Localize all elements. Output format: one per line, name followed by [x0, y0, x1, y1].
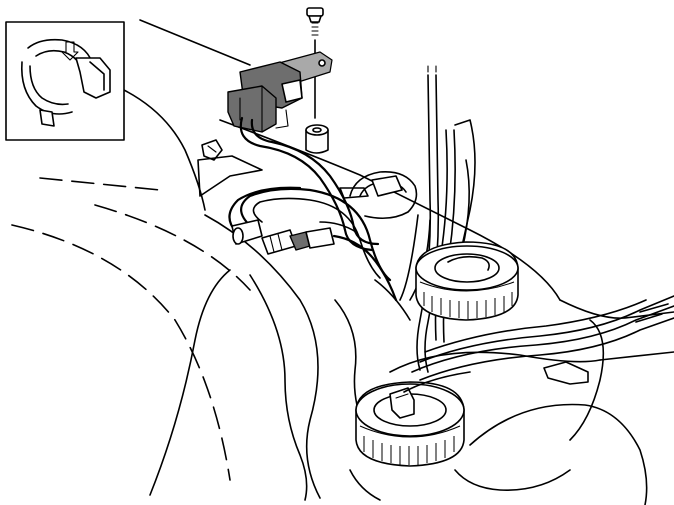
tank-edge-dashed-upper	[39, 177, 161, 191]
clamp-band-lower	[20, 61, 73, 115]
clip-detail	[207, 145, 217, 153]
middle-ring-ribs	[419, 281, 515, 319]
return-line-ends	[635, 303, 669, 323]
connector-ridge	[239, 85, 263, 133]
harness-wire-a	[239, 116, 374, 252]
hose-bend-line	[319, 221, 357, 233]
clamp-tab	[75, 57, 111, 99]
middle-ring-cap	[447, 255, 490, 271]
tank-top-ridge	[219, 119, 561, 301]
clip-mount-plate	[197, 155, 263, 197]
front-sender-connector	[389, 387, 415, 419]
tank-edge-dashed-lower	[11, 224, 231, 481]
fuel-line-6	[461, 159, 470, 251]
tank-recess-bottom	[454, 469, 571, 491]
tank-right-contour	[569, 319, 605, 441]
bolt-washer	[308, 15, 322, 23]
push-arrow-icon	[61, 41, 79, 61]
hose-upper-outer	[240, 187, 392, 282]
tank-edge-dashed-left	[94, 204, 251, 291]
rear-sender-unit	[339, 170, 418, 220]
tank-inner-contour-c	[149, 269, 231, 496]
sleeve-body	[305, 129, 329, 154]
tank-recess-right	[469, 403, 648, 505]
clamp-lug	[39, 109, 55, 127]
front-sender-hose	[403, 371, 471, 393]
tank-top-contour	[119, 87, 206, 211]
crossover-hoses	[228, 186, 398, 302]
sleeve-bore	[312, 127, 322, 133]
module-latch	[281, 79, 303, 103]
fuel-line-8	[399, 214, 419, 301]
hose-fitting-d	[305, 227, 335, 249]
bolt-head	[306, 7, 324, 17]
tank-bottom-curve	[349, 469, 381, 501]
tank-right-lower-edge	[599, 351, 674, 361]
hose-lower-outer	[228, 186, 302, 234]
inset-detail	[5, 21, 125, 141]
bracket-hole	[318, 59, 326, 67]
module-lead	[275, 109, 289, 129]
connector-detail	[395, 393, 409, 399]
harness-wire-b	[250, 118, 380, 246]
fuel-line-bundle	[399, 65, 476, 373]
spacer-sleeve	[305, 124, 329, 154]
line-clip	[543, 361, 589, 385]
fuel-line-5	[454, 119, 476, 256]
middle-ring-top	[415, 245, 519, 291]
rear-sender-terminal	[371, 175, 403, 197]
fuel-line-1	[416, 74, 432, 371]
wiring-harness	[239, 116, 380, 252]
return-line-1	[419, 317, 674, 381]
body-panel-line	[139, 19, 251, 66]
clamp-tab-fold	[89, 61, 105, 91]
hose-upper-inner	[252, 197, 381, 279]
hose-clamp	[20, 38, 111, 127]
line-break-marks	[427, 65, 437, 73]
return-line-4	[424, 299, 647, 353]
tank-inner-contour-a	[204, 214, 321, 499]
rear-sender-tab	[339, 187, 369, 199]
bolt-thread	[311, 22, 319, 36]
clip-body	[201, 139, 223, 161]
tank-body	[11, 19, 674, 505]
hose-fitting-a-end	[232, 227, 244, 245]
return-line-3	[419, 295, 674, 363]
return-line-2	[411, 305, 674, 373]
hose-fitting-b	[261, 229, 297, 255]
tank-inner-contour-b	[249, 274, 308, 501]
rear-sender-ring	[349, 170, 418, 220]
retaining-clip	[197, 139, 263, 197]
middle-ring-inner	[434, 253, 500, 283]
fuel-pump-module	[227, 51, 333, 133]
front-ring-ribs	[359, 425, 461, 465]
hose-to-sender	[332, 234, 398, 302]
tank-inner-contour-e	[374, 279, 411, 321]
fitting-b-ribs	[269, 233, 283, 253]
return-lines	[411, 295, 674, 385]
middle-sender-unit	[415, 241, 519, 321]
front-sender-unit	[355, 371, 471, 467]
clamp-band-inner-lower	[29, 65, 69, 106]
